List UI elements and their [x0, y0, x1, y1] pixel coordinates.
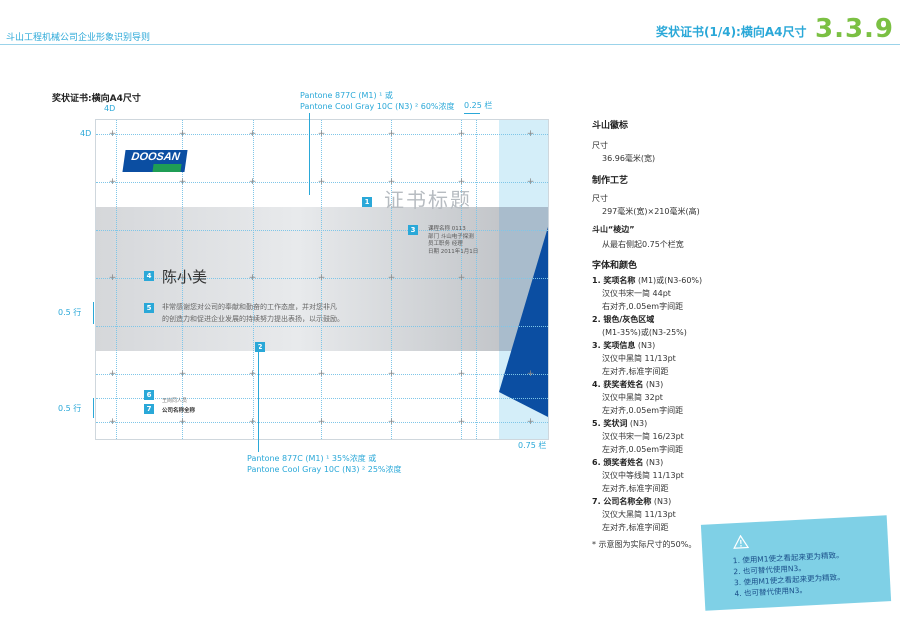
award-body-line1: 非常感谢您对公司的奉献和勤奋的工作态度，并对您非凡 [162, 303, 337, 311]
font-spec-title: 5. 奖状词 [592, 419, 628, 428]
font-spec-title: 7. 公司名称全称 [592, 497, 652, 506]
pantone-top-line2: Pantone Cool Gray 10C (N3) ² 60%浓度 [300, 102, 455, 111]
font-spec-line: 汉仪书宋一简 16/23pt [602, 432, 684, 441]
edge-desc: 从最右侧起0.75个栏宽 [602, 240, 684, 249]
info-line: 课程名称 0113 [428, 226, 466, 232]
font-spec-title: 4. 获奖者姓名 [592, 380, 644, 389]
doosan-logo-stripe [152, 164, 182, 172]
marker-1: 1 [362, 197, 372, 207]
font-spec-line: 汉仪中黑简 11/13pt [602, 354, 676, 363]
font-spec-item: 7. 公司名称全称 (N3) 汉仪大黑简 11/13pt 左对齐,标准字间距 [592, 495, 882, 534]
font-spec-title: 1. 奖项名称 [592, 276, 636, 285]
notes-box: 1. 使用M1使之看起来更为精致。 2. 也可替代使用N3。 3. 使用M1使之… [700, 515, 892, 611]
award-body-line2: 的创造力和促进企业发展的持续努力提出表扬，以示鼓励。 [162, 315, 344, 323]
header-divider [0, 44, 900, 45]
row-05-dimension-a [93, 302, 94, 324]
pantone-top-line1: Pantone 877C (M1) ¹ 或 [300, 91, 393, 100]
font-spec-title: 2. 银色/灰色区域 [592, 315, 655, 324]
craft-size-value: 297毫米(宽)×210毫米(高) [602, 207, 700, 216]
font-spec-line: (M1)或(N3-60%) [637, 276, 703, 285]
font-spec-item: 2. 银色/灰色区域 (M1-35%)或(N3-25%) [592, 313, 882, 339]
diagram-title: 奖状证书:横向A4尺寸 [52, 94, 141, 104]
info-line: 部门 斗山电子探测 [428, 233, 474, 240]
section-number: 3.3.9 [815, 14, 895, 44]
font-spec-line: (M1-35%)或(N3-25%) [602, 328, 687, 337]
font-spec-title: 6. 颁奖者姓名 [592, 458, 644, 467]
pantone-bottom-line2: Pantone Cool Gray 10C (N3) ² 25%浓度 [247, 465, 402, 474]
certificate-title: 证书标题 [384, 188, 472, 212]
award-body: 非常感谢您对公司的奉献和勤奋的工作态度，并对您非凡 的创造力和促进企业发展的持续… [162, 301, 344, 325]
doosan-logo: DOOSAN [122, 150, 188, 172]
font-spec-line: 左对齐,标准字间距 [602, 484, 669, 493]
font-spec-item: 5. 奖状词 (N3) 汉仪书宋一简 16/23pt 左对齐,0.05em字间距 [592, 417, 882, 456]
craft-size-label: 尺寸 [592, 194, 608, 203]
notes-list: 1. 使用M1使之看起来更为精致。 2. 也可替代使用N3。 3. 使用M1使之… [733, 550, 846, 600]
font-spec-color: (N3) [635, 341, 656, 350]
pantone-top-note: Pantone 877C (M1) ¹ 或 Pantone Cool Gray … [300, 90, 455, 112]
font-spec-item: 4. 获奖者姓名 (N3) 汉仪中黑简 32pt 左对齐,0.05em字间距 [592, 378, 882, 417]
row-05-label-a: 0.5 行 [58, 308, 82, 317]
font-spec-color: (N3) [651, 497, 672, 506]
signer-name: 王尚同人员 [162, 398, 188, 404]
spec-panel: 斗山徽标 尺寸 36.96毫米(宽) 制作工艺 尺寸 297毫米(宽)×210毫… [592, 118, 882, 551]
leader-line-top [309, 113, 310, 195]
pantone-bottom-note: Pantone 877C (M1) ¹ 35%浓度 或 Pantone Cool… [247, 453, 402, 475]
font-spec-line: 汉仪中黑简 32pt [602, 393, 663, 402]
logo-heading: 斗山徽标 [592, 121, 629, 131]
certificate-preview: +++++++ +++++++ ++++++ +++++++ +++++++ D… [95, 119, 549, 440]
craft-heading: 制作工艺 [592, 176, 629, 186]
font-spec-line: 左对齐,0.05em字间距 [602, 445, 684, 454]
col-025-label: 0.25 栏 [464, 101, 493, 110]
page-heading: 奖状证书(1/4):横向A4尺寸 [656, 25, 807, 39]
footnote: * 示意图为实际尺寸的50%。 [592, 540, 697, 549]
font-spec-line: 左对齐,0.05em字间距 [602, 406, 684, 415]
recipient-name: 陈小美 [162, 268, 208, 286]
logo-size-label: 尺寸 [592, 141, 608, 150]
company-name: 公司名称全称 [162, 408, 196, 414]
marker-4: 4 [144, 271, 154, 281]
font-spec-line: 汉仪大黑简 11/13pt [602, 510, 676, 519]
font-spec-color: (N3) [643, 458, 664, 467]
font-spec-line: 左对齐,标准字间距 [602, 367, 669, 376]
font-spec-title: 3. 奖项信息 [592, 341, 636, 350]
font-color-heading: 字体和颜色 [592, 261, 638, 271]
font-spec-line: 汉仪书宋一简 44pt [602, 289, 671, 298]
leader-line-bottom [258, 346, 259, 452]
font-spec-item: 1. 奖项名称 (M1)或(N3-60%) 汉仪书宋一简 44pt 右对齐,0.… [592, 274, 882, 313]
marker-6: 6 [144, 390, 154, 400]
edge-heading: 斗山“棱边” [592, 225, 635, 234]
info-line: 日期 2011年1月1日 [428, 248, 479, 255]
marker-7: 7 [144, 404, 154, 414]
font-spec-line: 左对齐,标准字间距 [602, 523, 669, 532]
font-spec-line: 右对齐,0.05em字间距 [602, 302, 684, 311]
font-spec-item: 3. 奖项信息 (N3) 汉仪中黑简 11/13pt 左对齐,标准字间距 [592, 339, 882, 378]
font-spec-color: (N3) [627, 419, 648, 428]
silver-band [96, 207, 499, 351]
document-title: 斗山工程机械公司企业形象识别导则 [6, 33, 151, 43]
award-info: 课程名称 0113 部门 斗山电子探测 员工职务 经理 日期 2011年1月1日 [428, 226, 478, 256]
marker-5: 5 [144, 303, 154, 313]
doosan-edge-shape [499, 227, 548, 417]
marker-3: 3 [408, 225, 418, 235]
font-spec-color: (N3) [643, 380, 664, 389]
info-line: 员工职务 经理 [428, 241, 463, 247]
marker-2: 2 [255, 342, 265, 352]
col-025-dimension [464, 113, 480, 114]
margin-top-label: 4D [104, 104, 116, 113]
margin-left-label: 4D [80, 129, 92, 138]
logo-size-value: 36.96毫米(宽) [602, 154, 656, 163]
doosan-logo-text: DOOSAN [130, 151, 181, 163]
pantone-bottom-line1: Pantone 877C (M1) ¹ 35%浓度 或 [247, 454, 377, 463]
font-spec-line: 汉仪中等线简 11/13pt [602, 471, 684, 480]
warning-icon [733, 534, 750, 549]
col-075-label: 0.75 栏 [518, 441, 547, 450]
font-spec-item: 6. 颁奖者姓名 (N3) 汉仪中等线简 11/13pt 左对齐,标准字间距 [592, 456, 882, 495]
row-05-dimension-b [93, 398, 94, 418]
row-05-label-b: 0.5 行 [58, 404, 82, 413]
